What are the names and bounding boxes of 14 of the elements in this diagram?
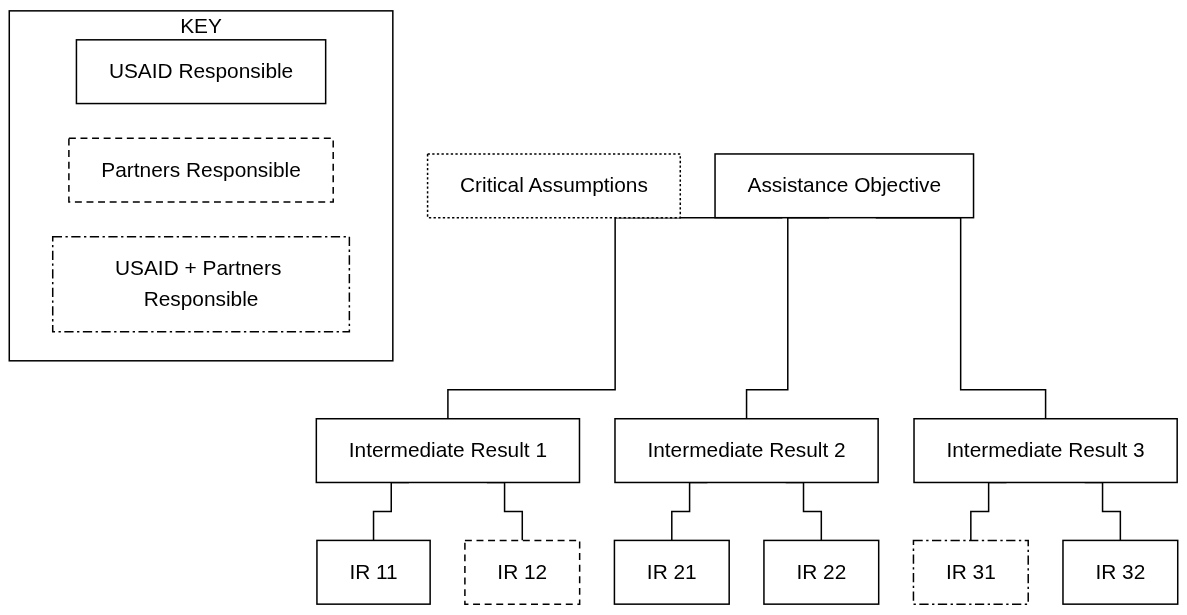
node-box: USAID + Partners Responsible: [51, 236, 351, 333]
node-box: Critical Assumptions: [426, 153, 682, 219]
node-box: Intermediate Result 2: [614, 418, 879, 484]
node-box: IR 12: [464, 539, 581, 605]
node-box: Partners Responsible: [68, 137, 334, 203]
node-box: Assistance Objective: [714, 153, 975, 219]
node-box: IR 11: [316, 539, 431, 605]
node-box: USAID Responsible: [75, 39, 327, 105]
node-box: Intermediate Result 1: [315, 418, 581, 484]
node-box: Intermediate Result 3: [913, 418, 1178, 484]
node-box: IR 31: [912, 539, 1029, 605]
node-box: IR 32: [1062, 539, 1179, 605]
node-box: IR 22: [763, 539, 880, 605]
node-box: IR 21: [613, 539, 730, 605]
